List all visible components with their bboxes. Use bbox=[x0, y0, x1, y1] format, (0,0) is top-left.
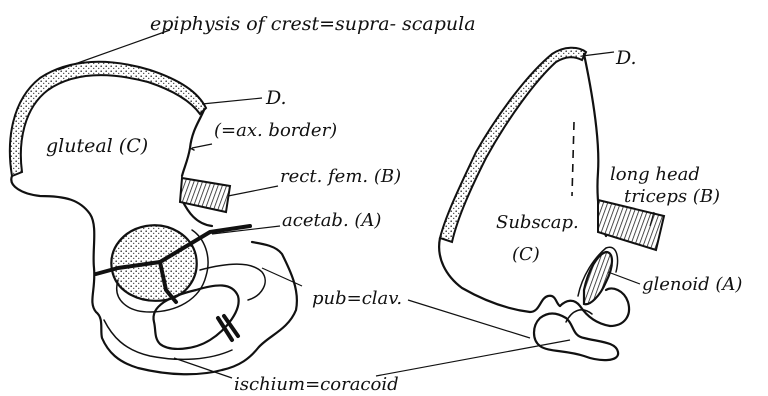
rectus-femoris-stump bbox=[180, 178, 230, 212]
triceps-long-head-stump bbox=[598, 200, 664, 250]
label-d-right: D. bbox=[615, 47, 637, 69]
scapula-lower-outline bbox=[439, 238, 560, 312]
leader-ischium-right bbox=[376, 340, 570, 376]
label-pub-clav: pub=clav. bbox=[312, 288, 402, 309]
label-ischium: ischium=coracoid bbox=[234, 374, 399, 395]
iliac-crest-epiphysis bbox=[10, 62, 206, 176]
leader-rect-fem bbox=[228, 186, 278, 196]
leader-glenoid bbox=[608, 272, 640, 284]
leader-pub-clav bbox=[262, 268, 302, 286]
pelvis-drawing bbox=[10, 62, 297, 374]
label-ax-border: (=ax. border) bbox=[214, 120, 337, 141]
glenoid-fossa bbox=[584, 252, 612, 304]
label-glenoid: glenoid (A) bbox=[642, 274, 742, 295]
label-epiphysis: epiphysis of crest=supra- scapula bbox=[150, 13, 476, 35]
scapula-spine-dashed bbox=[572, 122, 574, 196]
label-long-head-line1: long head bbox=[610, 164, 700, 185]
ilium-posterior-border bbox=[182, 110, 204, 176]
leader-pub-clav-right bbox=[408, 300, 530, 338]
label-acetab: acetab. (A) bbox=[282, 210, 381, 231]
label-subscap-line1: Subscap. bbox=[496, 212, 579, 233]
label-gluteal: gluteal (C) bbox=[46, 135, 148, 157]
label-rect-fem: rect. fem. (B) bbox=[280, 166, 401, 187]
coracoid-lower bbox=[534, 314, 618, 361]
ischium-outline bbox=[104, 320, 232, 359]
pubis-outline bbox=[200, 264, 265, 300]
leader-ax-border bbox=[192, 144, 212, 148]
label-d-left: D. bbox=[265, 87, 287, 109]
label-long-head-line2: triceps (B) bbox=[624, 186, 720, 207]
leader-d-left bbox=[202, 98, 262, 104]
label-subscap-line2: (C) bbox=[512, 244, 540, 265]
